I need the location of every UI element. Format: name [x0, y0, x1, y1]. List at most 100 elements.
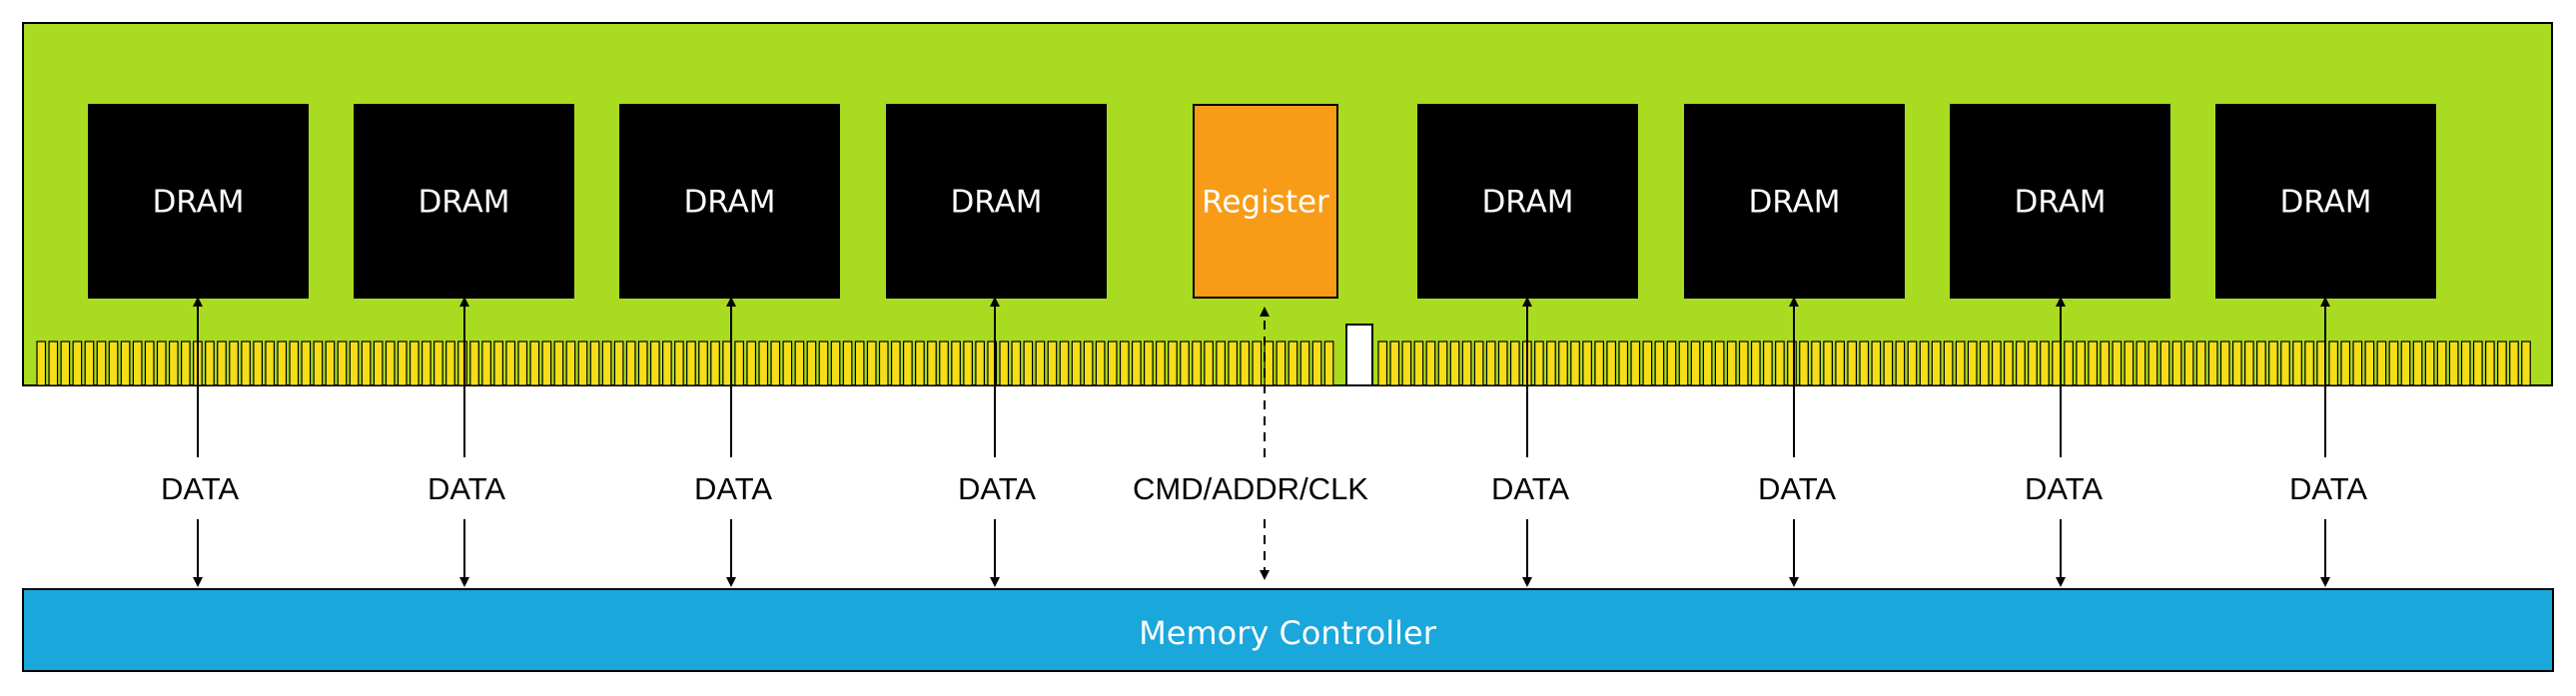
contact-pin: [1143, 341, 1154, 386]
contact-pin: [2424, 341, 2435, 386]
contact-pin: [2064, 341, 2074, 386]
contact-pin: [2472, 341, 2483, 386]
contact-pin: [1192, 341, 1202, 386]
dram-chip: DRAM: [1950, 104, 2170, 299]
contact-pin: [156, 341, 167, 386]
contact-pin: [854, 341, 865, 386]
contact-pin: [1107, 341, 1118, 386]
contact-pin: [385, 341, 396, 386]
contact-pin: [2497, 341, 2507, 386]
contact-pin: [1252, 341, 1263, 386]
contact-pin: [2207, 341, 2218, 386]
memory-controller-label: Memory Controller: [1139, 614, 1437, 652]
contact-pin: [794, 341, 805, 386]
contact-pin: [2076, 341, 2086, 386]
contact-pin: [1594, 341, 1605, 386]
data-label: DATA: [2289, 471, 2367, 506]
contact-pin: [1323, 341, 1334, 386]
contact-pin: [806, 341, 817, 386]
contact-pin: [1095, 341, 1106, 386]
contact-pin: [1919, 341, 1930, 386]
contact-pin: [999, 341, 1010, 386]
contact-pin: [951, 341, 961, 386]
data-label: DATA: [2025, 471, 2103, 506]
contact-pin: [1216, 341, 1227, 386]
contact-pin: [229, 341, 239, 386]
contact-pin: [48, 341, 59, 386]
contact-pin: [1630, 341, 1641, 386]
contact-pin: [1847, 341, 1858, 386]
contact-pin: [1979, 341, 1990, 386]
contact-pin: [217, 341, 227, 386]
contact-pin: [168, 341, 179, 386]
contact-pin: [1714, 341, 1725, 386]
contact-pin: [939, 341, 949, 386]
contact-pin: [987, 341, 998, 386]
contact-pin: [144, 341, 155, 386]
contact-pin: [2244, 341, 2254, 386]
contact-pin: [2159, 341, 2170, 386]
contact-pin: [72, 341, 83, 386]
data-signal: DATA: [694, 297, 772, 587]
contact-pin: [1204, 341, 1214, 386]
contact-pin: [2112, 341, 2123, 386]
contact-pin: [866, 341, 877, 386]
contact-pin: [2088, 341, 2099, 386]
contact-pin: [1023, 341, 1034, 386]
contact-pin: [758, 341, 769, 386]
contact-pin: [1461, 341, 1472, 386]
contact-pin: [2509, 341, 2519, 386]
edge-connector-pins: [36, 341, 2531, 386]
contact-pin: [36, 341, 47, 386]
contact-pin: [927, 341, 937, 386]
contact-pin: [253, 341, 263, 386]
contact-pin: [1035, 341, 1046, 386]
contact-pin: [433, 341, 443, 386]
contact-pin: [975, 341, 986, 386]
contact-pin: [205, 341, 215, 386]
contact-pin: [1606, 341, 1617, 386]
contact-pin: [637, 341, 648, 386]
contact-pin: [746, 341, 757, 386]
contact-pin: [625, 341, 636, 386]
contact-pin: [1859, 341, 1870, 386]
contact-pin: [277, 341, 288, 386]
contact-pin: [577, 341, 588, 386]
contact-pin: [2219, 341, 2230, 386]
contact-pin: [2328, 341, 2339, 386]
contact-pin: [1750, 341, 1761, 386]
contact-pin: [830, 341, 841, 386]
contact-pin: [1787, 341, 1797, 386]
contact-pin: [553, 341, 564, 386]
contact-pin: [1546, 341, 1556, 386]
contact-pin: [2147, 341, 2158, 386]
contact-pin: [265, 341, 276, 386]
contact-pin: [409, 341, 420, 386]
contact-pin: [770, 341, 781, 386]
contact-pin: [1240, 341, 1251, 386]
cmd-addr-clk-label: CMD/ADDR/CLK: [1133, 471, 1368, 506]
contact-pin: [1509, 341, 1520, 386]
contact-pin: [1425, 341, 1436, 386]
register-chip: Register: [1193, 104, 1338, 299]
contact-pin: [1311, 341, 1322, 386]
contact-pin: [301, 341, 312, 386]
contact-pin: [686, 341, 696, 386]
contact-pin: [1931, 341, 1942, 386]
contact-pin: [1180, 341, 1190, 386]
dram-chip-body: [886, 104, 1107, 299]
contact-pin: [2436, 341, 2447, 386]
dram-chip: DRAM: [619, 104, 840, 299]
contact-pin: [1738, 341, 1749, 386]
contact-pin: [1895, 341, 1906, 386]
contact-pin: [481, 341, 491, 386]
contact-pin: [96, 341, 107, 386]
contact-pin: [493, 341, 503, 386]
contact-pin: [565, 341, 576, 386]
contact-pin: [1823, 341, 1833, 386]
contact-pin: [1955, 341, 1966, 386]
contact-pin: [698, 341, 708, 386]
contact-pin: [1570, 341, 1580, 386]
contact-pin: [2028, 341, 2038, 386]
